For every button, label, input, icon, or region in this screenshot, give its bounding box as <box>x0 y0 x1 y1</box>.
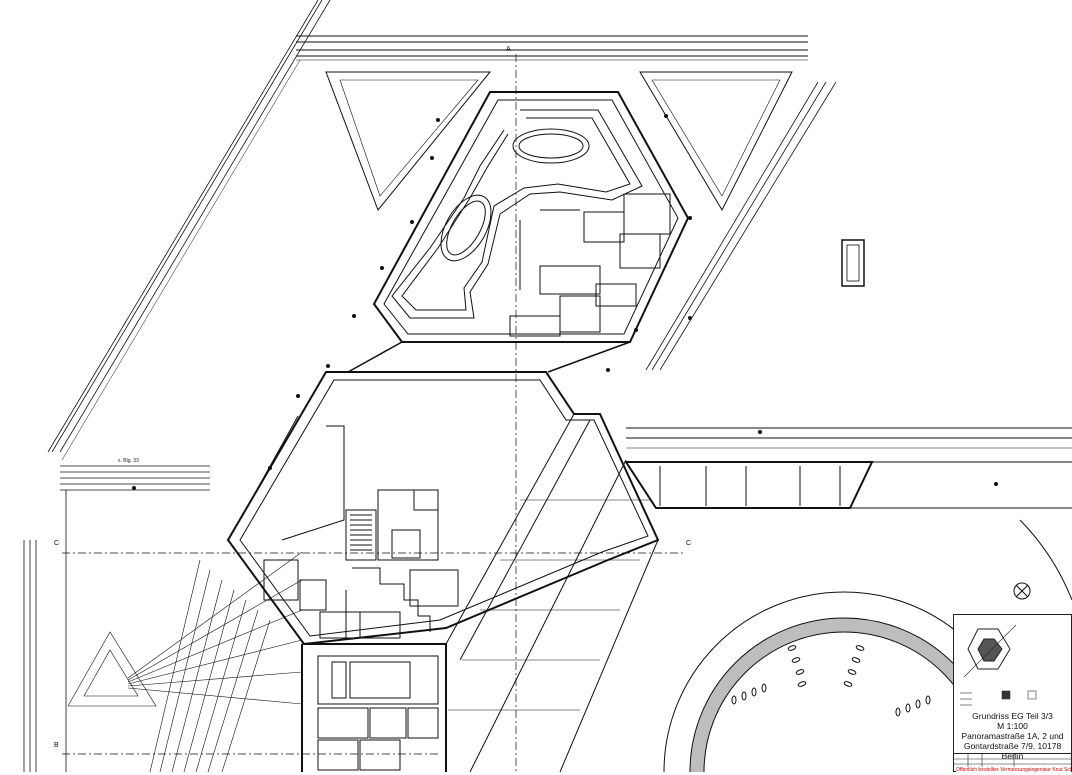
colonnade <box>445 413 659 772</box>
drawing-title: Grundriss EG Teil 3/3 M 1:100 Panoramast… <box>954 711 1071 761</box>
surveyor-stamp: Öffentlich bestellter Vermessungsingenie… <box>956 767 1071 773</box>
legend-area <box>958 687 1068 709</box>
south-west-rooms <box>263 559 459 640</box>
left-street <box>23 465 210 772</box>
title-line-4: Gontardstraße 7/9, 10178 Berlin <box>963 741 1062 761</box>
north-building-rooms <box>509 193 671 337</box>
hexagon-building-north <box>372 91 690 343</box>
rotunda-openings <box>731 645 931 717</box>
connector-corridor <box>347 341 631 373</box>
east-wing <box>624 427 1072 509</box>
pool-area <box>391 109 643 319</box>
title-line-2: M 1:100 <box>997 721 1028 731</box>
section-c-left-label: C <box>54 540 60 547</box>
left-triangle-planter <box>325 71 492 211</box>
central-building <box>226 371 660 646</box>
stair-core <box>345 489 439 561</box>
section-b-label: B <box>54 742 59 749</box>
north-arrow-icon <box>1013 582 1031 600</box>
right-diagonal-street <box>645 81 837 371</box>
section-lines <box>62 54 686 772</box>
section-a-label: A <box>506 46 511 53</box>
left-diagonal-street <box>47 0 331 461</box>
title-line-3: Panoramastraße 1A, 2 und <box>961 731 1064 741</box>
title-block: Grundriss EG Teil 3/3 M 1:100 Panoramast… <box>953 614 1072 773</box>
section-c-right-label: C <box>686 540 692 547</box>
detail-reference-label: s. Blg. 33 <box>118 458 139 464</box>
column-markers <box>132 114 998 490</box>
key-plan-thumbnail <box>963 624 1017 678</box>
rotunda <box>663 519 1072 772</box>
south-building <box>301 643 447 772</box>
free-standing-element <box>841 239 865 287</box>
right-triangle-planter <box>639 71 793 212</box>
top-street-strip <box>296 35 808 61</box>
fan-stair <box>67 551 303 772</box>
title-line-1: Grundriss EG Teil 3/3 <box>972 711 1053 721</box>
